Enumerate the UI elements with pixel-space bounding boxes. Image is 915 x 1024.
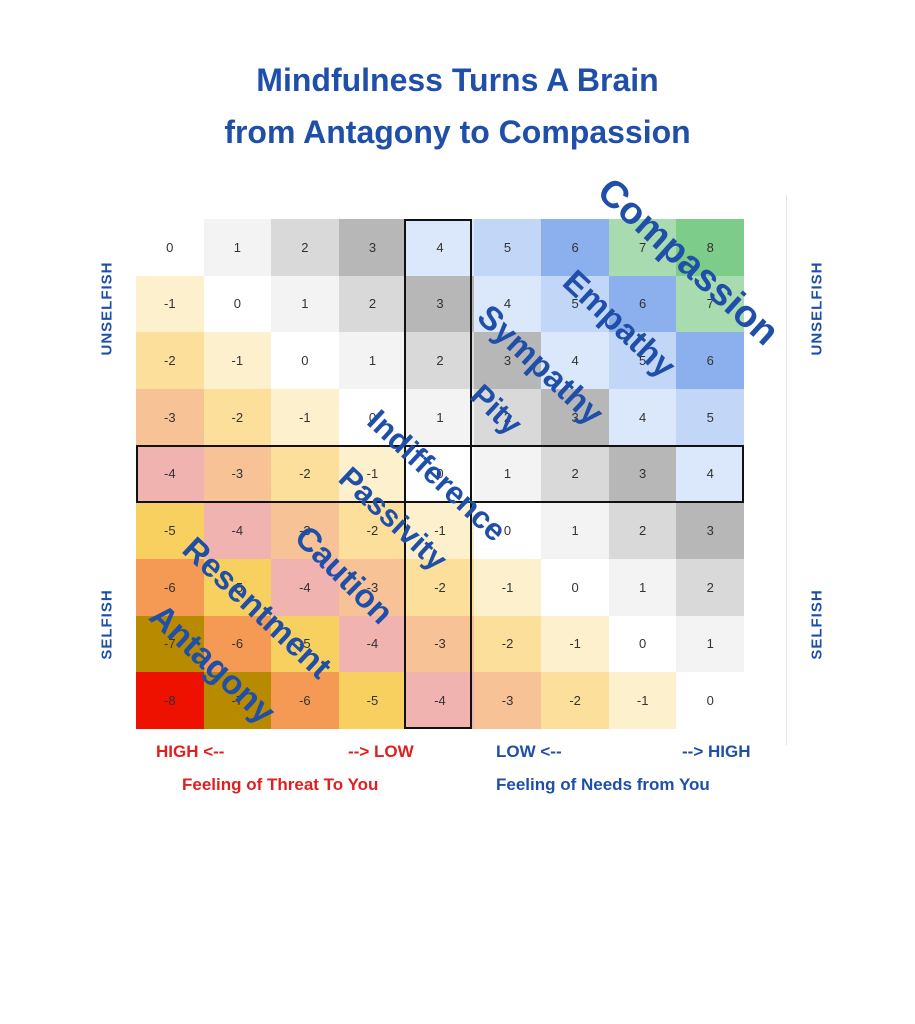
grid-cell: 0 <box>203 275 272 333</box>
threat-low-label: --> LOW <box>348 742 414 761</box>
grid-cell: 7 <box>676 275 744 333</box>
grid-cell: 0 <box>271 332 339 389</box>
grid-cell: -1 <box>608 672 677 729</box>
grid-cell: 6 <box>676 332 744 389</box>
grid-cell: -3 <box>338 559 407 616</box>
grid-cell: 3 <box>338 219 407 276</box>
left-unselfish-label: UNSELFISH <box>98 261 116 356</box>
grid-cell: -1 <box>203 332 272 389</box>
grid-cell: 1 <box>473 445 542 503</box>
grid-cell: -5 <box>271 615 339 673</box>
right-unselfish-label: UNSELFISH <box>808 261 826 356</box>
grid-cell: 1 <box>676 615 744 673</box>
grid-cell: 4 <box>608 389 677 446</box>
grid-cell: -4 <box>338 615 407 673</box>
grid-cell: -6 <box>271 672 339 729</box>
grid-cell: -1 <box>136 275 204 333</box>
needs-axis-label: Feeling of Needs from You <box>496 775 710 794</box>
grid-cell: 0 <box>608 615 677 673</box>
grid-cell: 4 <box>541 332 609 389</box>
grid-cell: -2 <box>338 502 407 559</box>
grid-cell: 3 <box>473 332 542 389</box>
grid-cell: -4 <box>203 502 272 559</box>
grid-cell: 6 <box>608 275 677 333</box>
grid-cell: 2 <box>338 275 407 333</box>
grid-cell: 0 <box>473 502 542 559</box>
title-line-2: from Antagony to Compassion <box>224 114 691 150</box>
grid-cell: 5 <box>608 332 677 389</box>
grid-cell: -6 <box>203 615 272 673</box>
threat-high-label: HIGH <-- <box>156 742 225 761</box>
grid-cell: 0 <box>338 389 407 446</box>
grid-cell: -4 <box>406 672 474 729</box>
grid-cell: -7 <box>136 615 204 673</box>
grid-cell: -2 <box>203 389 272 446</box>
grid-cell: 1 <box>608 559 677 616</box>
grid-cell: 2 <box>541 445 609 503</box>
threat-axis-label: Feeling of Threat To You <box>182 775 379 794</box>
grid-cell: 2 <box>676 559 744 616</box>
grid-cell: -1 <box>406 502 474 559</box>
grid-cell: 2 <box>608 502 677 559</box>
needs-low-label: LOW <-- <box>496 742 562 761</box>
grid-cell: 3 <box>676 502 744 559</box>
grid-cell: 4 <box>473 275 542 333</box>
grid-cell: 3 <box>541 389 609 446</box>
grid-cell: -6 <box>136 559 204 616</box>
grid-cell: 4 <box>406 219 474 276</box>
grid-cell: 0 <box>136 219 204 276</box>
grid-cell: -3 <box>203 445 272 503</box>
grid-cell: -2 <box>541 672 609 729</box>
grid-cell: 1 <box>271 275 339 333</box>
grid-cell: -3 <box>271 502 339 559</box>
grid-cell: 0 <box>406 445 474 503</box>
grid-cell: 5 <box>473 219 542 276</box>
grid-cell: 3 <box>608 445 677 503</box>
grid-cell: -2 <box>406 559 474 616</box>
grid-cell: 0 <box>541 559 609 616</box>
grid-cell: 1 <box>541 502 609 559</box>
grid-cell: 5 <box>676 389 744 446</box>
grid-cell: -2 <box>473 615 542 673</box>
grid-cell: 2 <box>271 219 339 276</box>
grid-cell: -1 <box>473 559 542 616</box>
grid-cell: 8 <box>676 219 744 276</box>
grid-cell: -3 <box>136 389 204 446</box>
grid-cell: -5 <box>203 559 272 616</box>
grid-cell: -1 <box>271 389 339 446</box>
grid-cell: 2 <box>473 389 542 446</box>
grid-cell: 0 <box>676 672 744 729</box>
needs-high-label: --> HIGH <box>682 742 751 761</box>
left-selfish-label: SELFISH <box>98 589 116 660</box>
grid-cell: -7 <box>203 672 272 729</box>
grid-cell: 5 <box>541 275 609 333</box>
grid-cell: -2 <box>136 332 204 389</box>
grid-cell: -1 <box>541 615 609 673</box>
grid-cell: 4 <box>676 445 744 503</box>
right-divider <box>786 195 787 745</box>
grid-cell: -8 <box>136 672 204 729</box>
grid-cell: 1 <box>338 332 407 389</box>
grid-cell: -2 <box>271 445 339 503</box>
right-selfish-label: SELFISH <box>808 589 826 660</box>
grid-cell: -3 <box>406 615 474 673</box>
grid-cell: 1 <box>203 219 272 276</box>
grid-cell: 2 <box>406 332 474 389</box>
title-line-1: Mindfulness Turns A Brain <box>256 62 659 98</box>
grid-cell: 7 <box>608 219 677 276</box>
grid-cell: 1 <box>406 389 474 446</box>
grid-cell: -3 <box>473 672 542 729</box>
grid-cell: 3 <box>406 275 474 333</box>
grid-cell: -4 <box>136 445 204 503</box>
grid-cell: -5 <box>338 672 407 729</box>
grid-cell: -5 <box>136 502 204 559</box>
grid-cell: -1 <box>338 445 407 503</box>
grid-cell: 6 <box>541 219 609 276</box>
grid-cell: -4 <box>271 559 339 616</box>
